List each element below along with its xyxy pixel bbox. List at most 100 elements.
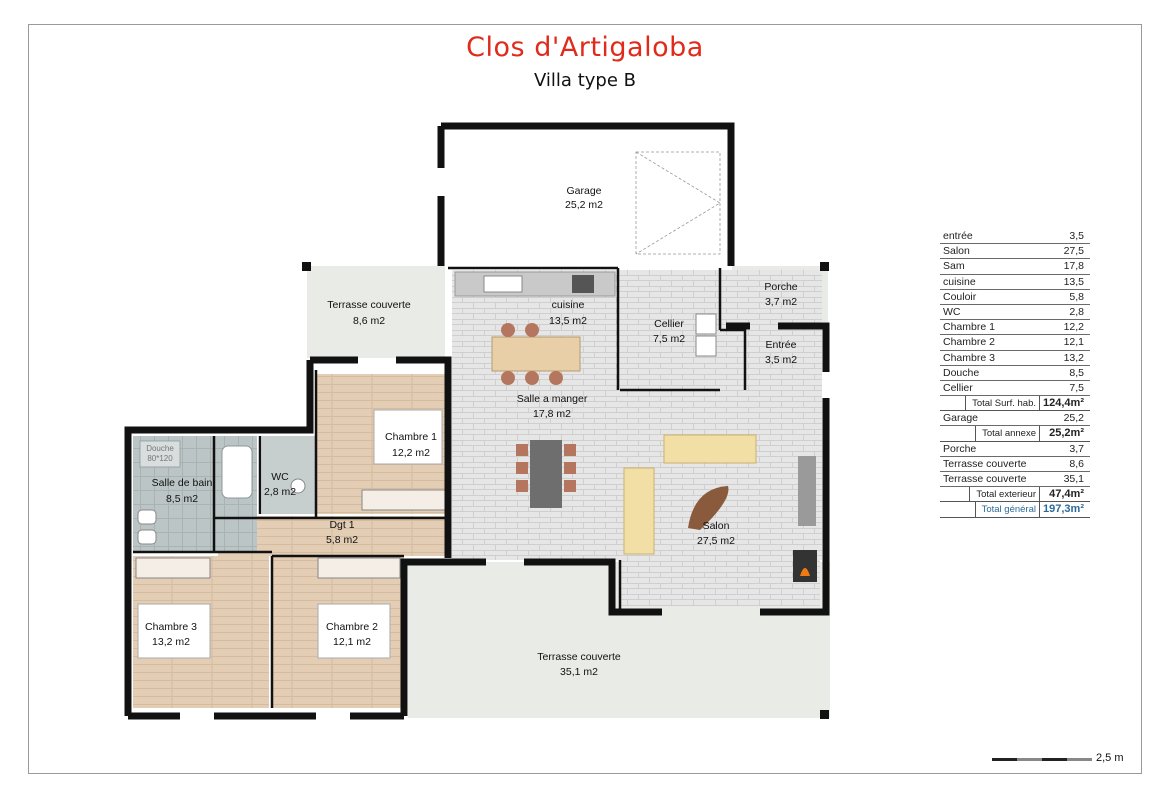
chambre3-area: 13,2 m2 [152, 636, 190, 648]
surface-value: 35,1 [1063, 473, 1084, 485]
surface-value: 13,2 [1063, 351, 1084, 364]
page-frame [28, 24, 1142, 774]
total-hab-label: Total Surf. hab. [965, 396, 1040, 411]
washer [695, 313, 717, 335]
total-general-label: Total général [974, 502, 1040, 517]
chair [516, 480, 528, 492]
bed-chambre2 [317, 603, 391, 659]
terrasse-s-name: Terrasse couverte [537, 651, 621, 663]
bath-sink-2 [137, 529, 157, 545]
surface-row: Salon 27,5 [940, 244, 1090, 260]
salon-name: Salon [703, 520, 730, 532]
stool [525, 323, 539, 337]
wardrobe [361, 489, 449, 511]
terrasse-nw-area: 8,6 m2 [353, 315, 385, 327]
terrasse-nw-floor [307, 266, 445, 358]
entree-area: 3,5 m2 [765, 354, 797, 366]
kitchen-hob [572, 275, 594, 293]
salon-area: 27,5 m2 [697, 535, 735, 547]
terrasse-s-area: 35,1 m2 [560, 666, 598, 678]
chambre2-area: 12,1 m2 [333, 636, 371, 648]
chair [516, 462, 528, 474]
wc-area: 2,8 m2 [264, 486, 296, 498]
surface-row: Chambre 2 12,1 [940, 335, 1090, 351]
total-annexe-value: 25,2m² [1049, 427, 1084, 440]
surface-row: Garage 25,2 [940, 411, 1090, 427]
surface-label: entrée [943, 230, 973, 242]
bed-chambre1 [373, 409, 443, 465]
total-ext-label: Total exterieur [969, 487, 1040, 502]
surface-label: Couloir [943, 290, 977, 303]
chambre2-name: Chambre 2 [326, 621, 378, 633]
chambre1-name: Chambre 1 [385, 431, 437, 443]
post [820, 262, 829, 271]
terrasse-nw-name: Terrasse couverte [327, 299, 411, 311]
surface-label: Salon [943, 245, 970, 258]
fireplace-flame [800, 568, 810, 576]
chair [516, 444, 528, 456]
surface-label: Terrasse couverte [943, 457, 1027, 470]
surface-value: 25,2 [1063, 412, 1084, 425]
plan-subtitle: Villa type B [534, 70, 636, 91]
cellier-name: Cellier [654, 318, 684, 330]
total-hab-value: 124,4m² [1043, 397, 1084, 410]
surface-label: Garage [943, 412, 979, 425]
kitchen-sink [483, 275, 523, 293]
surface-label: Porche [943, 442, 977, 455]
surface-label: Chambre 2 [943, 336, 995, 349]
wc-name: WC [271, 471, 289, 483]
garage-area: 25,2 m2 [565, 199, 603, 211]
surface-row: Couloir 5,8 [940, 290, 1090, 305]
surface-value: 12,1 [1063, 336, 1084, 349]
kitchen-island [491, 336, 581, 372]
surface-value: 5,8 [1069, 290, 1084, 303]
stool [501, 371, 515, 385]
surface-label: Chambre 1 [943, 321, 995, 334]
wardrobe [317, 557, 401, 579]
garage-floor [445, 130, 727, 266]
salle-bain-area: 8,5 m2 [166, 493, 198, 505]
surface-row: Chambre 3 13,2 [940, 351, 1090, 366]
post [302, 262, 311, 271]
salle-manger-area: 17,8 m2 [533, 408, 571, 420]
bed-chambre3 [137, 603, 211, 659]
surface-value: 7,5 [1069, 381, 1084, 394]
entree-floor [745, 330, 822, 390]
surface-value: 12,2 [1063, 321, 1084, 334]
chambre1-area: 12,2 m2 [392, 447, 430, 459]
wardrobe [135, 557, 211, 579]
bathtub [221, 445, 253, 499]
dgt-area: 5,8 m2 [326, 534, 358, 546]
sofa [623, 467, 655, 555]
post [820, 710, 829, 719]
sofa [663, 434, 757, 464]
fireplace [793, 550, 817, 582]
salle-manger-name: Salle a manger [517, 393, 588, 405]
surface-row: entrée 3,5 [940, 229, 1090, 245]
surface-value: 2,8 [1069, 305, 1084, 318]
walls-interior [133, 266, 747, 708]
garage-name: Garage [566, 185, 601, 197]
cuisine-name: cuisine [552, 299, 585, 311]
surface-label: Chambre 3 [943, 351, 995, 364]
douche-size: 80*120 [147, 454, 173, 463]
tv-unit [798, 456, 816, 526]
surface-value: 27,5 [1063, 245, 1084, 258]
surface-value: 3,5 [1069, 230, 1084, 242]
surface-value: 17,8 [1063, 260, 1084, 273]
rug [688, 486, 729, 530]
plan-title: Clos d'Artigaloba [466, 32, 704, 63]
shower-tray [139, 440, 181, 468]
garage-door [635, 151, 721, 255]
cellier-area: 7,5 m2 [653, 333, 685, 345]
surface-label: Douche [943, 366, 980, 379]
